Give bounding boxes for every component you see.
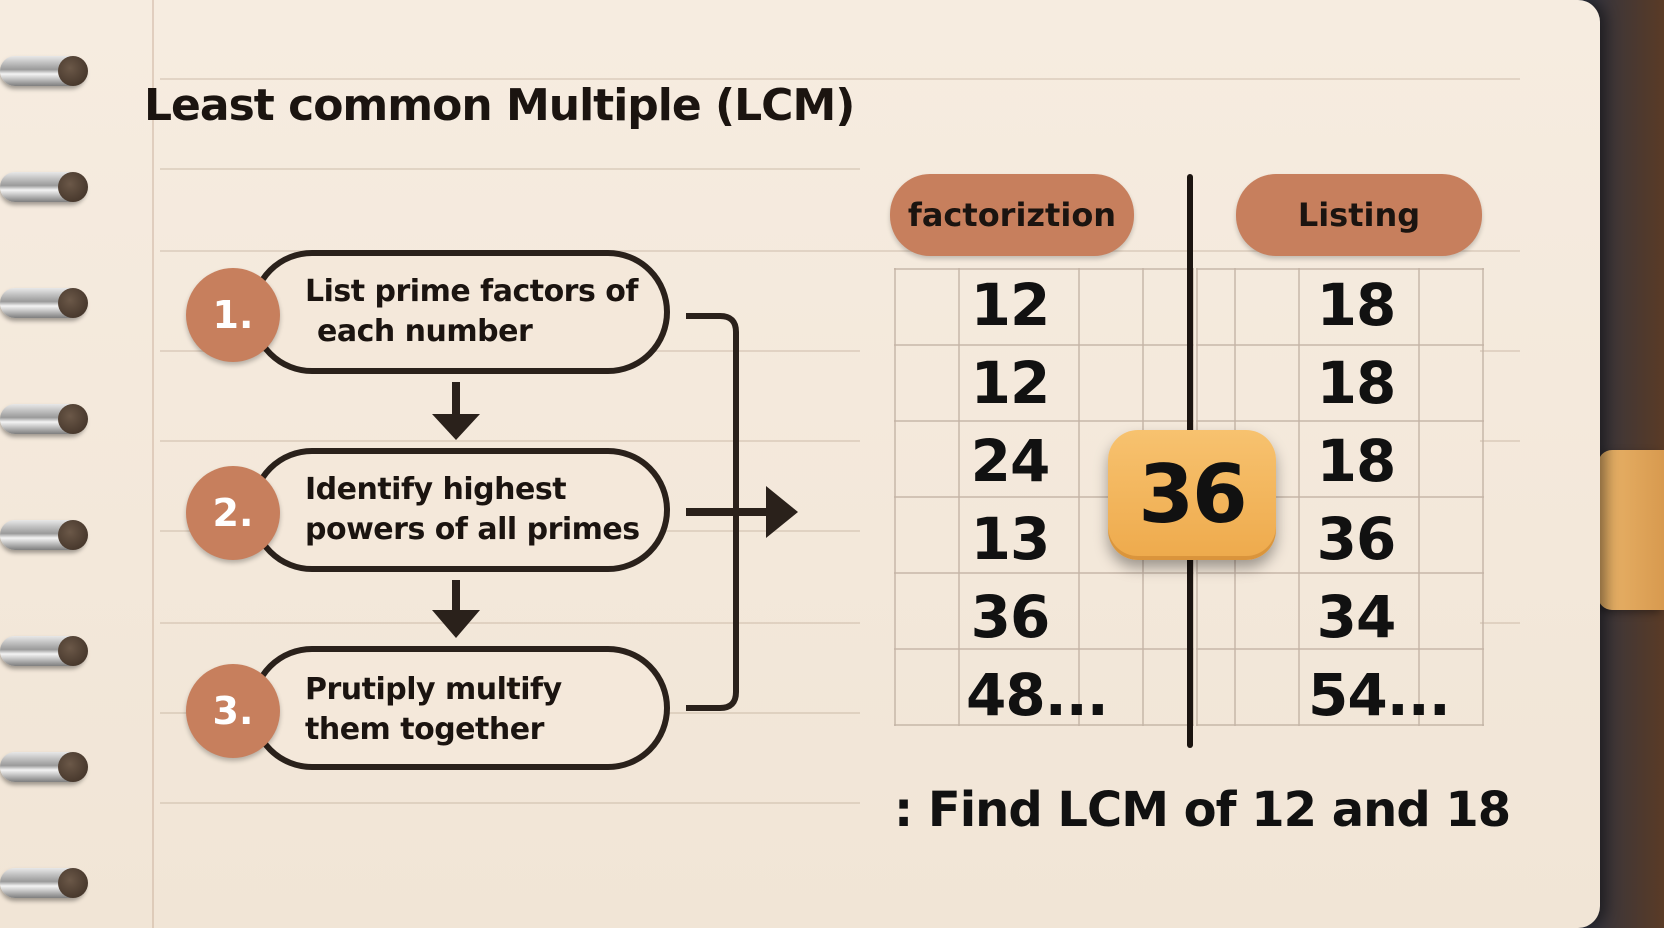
listing-value: 18 <box>1316 427 1397 495</box>
spiral-hole <box>58 636 88 666</box>
notebook-tab <box>1598 450 1664 610</box>
lcm-answer-badge: 36 <box>1108 430 1276 560</box>
factorization-value: 36 <box>970 583 1051 651</box>
listing-value: 54... <box>1308 661 1451 729</box>
listing-value: 34 <box>1316 583 1397 651</box>
spiral-hole <box>58 520 88 550</box>
factorization-value: 48... <box>966 661 1109 729</box>
step-3-line-2: them together <box>305 712 544 747</box>
step-3-line-1: Prutiply multify <box>305 672 562 707</box>
spiral-hole <box>58 868 88 898</box>
factorization-value: 12 <box>970 349 1051 417</box>
step-2-text: Identify highest powers of all primes <box>305 470 665 550</box>
listing-value: 18 <box>1316 271 1397 339</box>
margin-line <box>152 0 154 928</box>
step-2-line-2: powers of all primes <box>305 512 640 547</box>
step-1-badge: 1. <box>186 268 280 362</box>
page-title: Least common Multiple (LCM) <box>144 80 855 131</box>
ruled-line <box>160 440 860 442</box>
step-1-line-2: each number <box>317 314 533 349</box>
step-1-text: List prime factors of each number <box>305 272 665 352</box>
down-arrow-icon <box>432 610 480 638</box>
factorization-value: 13 <box>970 505 1051 573</box>
notebook-page: Least common Multiple (LCM) List prime f… <box>0 0 1600 928</box>
ruled-line <box>160 78 1520 80</box>
factorization-header: factoriztion <box>890 174 1134 256</box>
factorization-value: 24 <box>970 427 1051 495</box>
listing-value: 36 <box>1316 505 1397 573</box>
spiral-hole <box>58 288 88 318</box>
spiral-hole <box>58 56 88 86</box>
footer-caption: : Find LCM of 12 and 18 <box>894 782 1511 838</box>
step-3-badge: 3. <box>186 664 280 758</box>
step-3-box <box>250 646 670 770</box>
ruled-line <box>160 622 860 624</box>
step-2-badge: 2. <box>186 466 280 560</box>
step-2-line-1: Identify highest <box>305 472 567 507</box>
ruled-line <box>1480 350 1520 352</box>
step-1-line-1: List prime factors of <box>305 274 638 309</box>
ruled-line <box>160 802 860 804</box>
factorization-value: 12 <box>970 271 1051 339</box>
ruled-line <box>1480 440 1520 442</box>
spiral-hole <box>58 172 88 202</box>
right-arrow-icon <box>766 486 798 538</box>
factorization-grid <box>894 268 1194 726</box>
ruled-line <box>160 168 860 170</box>
flow-connectors <box>432 313 798 711</box>
listing-value: 18 <box>1316 349 1397 417</box>
spiral-hole <box>58 752 88 782</box>
ruled-line <box>1480 622 1520 624</box>
step-3-text: Prutiply multify them together <box>305 670 665 750</box>
spiral-hole <box>58 404 88 434</box>
down-arrow-icon <box>432 414 480 440</box>
listing-header: Listing <box>1236 174 1482 256</box>
ruled-line <box>160 250 1520 252</box>
